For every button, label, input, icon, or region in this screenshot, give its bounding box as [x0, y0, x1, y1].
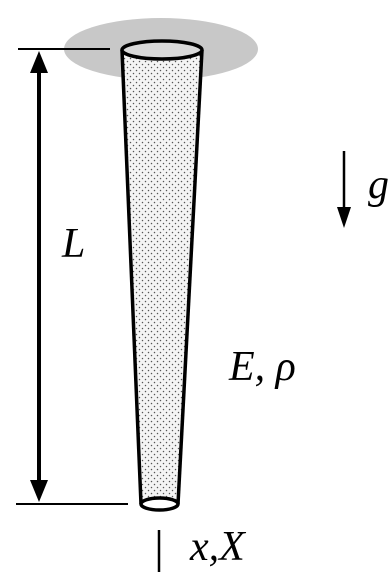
bar-left-edge: [120, 49, 143, 505]
bar-bottom-ellipse: [139, 496, 180, 512]
coordinate-label: x,X: [189, 524, 247, 570]
length-arrowhead-bottom: [30, 480, 48, 502]
gravity-arrowhead: [337, 207, 351, 228]
tapered-bar-stipple: [122, 50, 202, 504]
length-arrowhead-top: [30, 51, 48, 73]
bar-right-edge: [176, 49, 204, 505]
length-label: L: [61, 221, 85, 267]
gravity-label: g: [368, 162, 389, 208]
material-label: E, ρ: [228, 344, 296, 390]
bar-top-ellipse: [120, 39, 204, 61]
